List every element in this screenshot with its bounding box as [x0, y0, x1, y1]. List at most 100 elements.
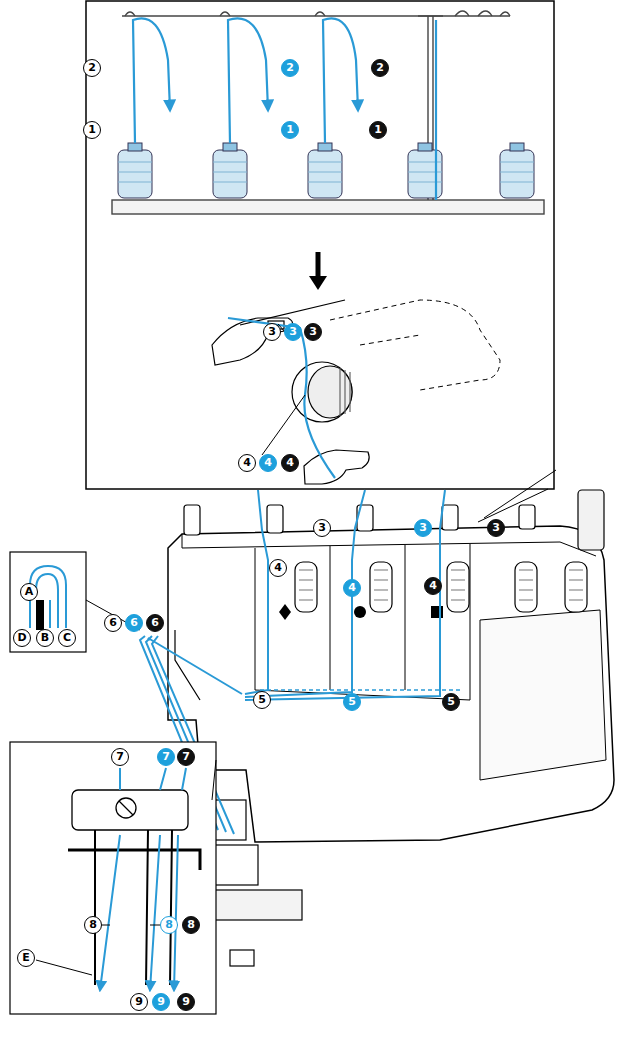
callout-number: 7: [157, 748, 175, 766]
thread-stand: [112, 11, 544, 214]
thread-path: [260, 689, 460, 690]
inset-frame: [10, 742, 216, 1014]
callout-number: 5: [343, 693, 361, 711]
callout-number: B: [36, 629, 54, 647]
needle-clamp: [72, 790, 188, 830]
thread-path: [174, 768, 186, 990]
thread-stand: [112, 200, 544, 214]
thread-path: [435, 20, 437, 200]
callout-number: 4: [259, 454, 277, 472]
hand: [212, 318, 369, 484]
callout-number: E: [17, 949, 35, 967]
inset-frame: [86, 1, 554, 489]
inset-frame: [86, 1, 554, 489]
callout-number: 9: [130, 993, 148, 1011]
callout-number: 3: [263, 323, 281, 341]
callout-number: A: [20, 583, 38, 601]
thread-path: [133, 18, 436, 200]
callout-number: D: [13, 629, 31, 647]
callout-number: 3: [313, 519, 331, 537]
spool-pin: [519, 505, 535, 529]
callout-number: 3: [284, 323, 302, 341]
tension-dial: [340, 368, 350, 416]
callout-number: 4: [238, 454, 256, 472]
spool-pin: [442, 505, 458, 530]
thread-guide: [49, 600, 51, 628]
leader-line: [262, 324, 556, 522]
thread-spool: [118, 143, 534, 198]
needle-clamp: [119, 801, 133, 815]
callout-number: C: [58, 629, 76, 647]
machine-outline: [330, 300, 500, 390]
tension-dial: [240, 300, 352, 422]
spool-pin: [578, 490, 604, 550]
thread-spool: [128, 143, 142, 151]
presser-foot: [175, 630, 200, 700]
thread-spool: [500, 150, 534, 198]
needle-clamp: [116, 798, 136, 818]
thread-path: [245, 490, 268, 694]
serger-body: [168, 526, 614, 842]
thread-path: [228, 318, 335, 478]
callout-number: 6: [125, 614, 143, 632]
callout-number: 2: [83, 59, 101, 77]
callout-number: 1: [281, 121, 299, 139]
callout-number: 1: [83, 121, 101, 139]
dial-symbol: [279, 604, 291, 620]
leader-line: [478, 470, 556, 522]
dial-symbol: [279, 604, 443, 620]
thread-path: [100, 768, 186, 990]
thread-stand: [125, 11, 510, 16]
callout-number: 6: [104, 614, 122, 632]
thread-guide: [36, 600, 44, 630]
dial-symbol: [354, 606, 366, 618]
callout-number: 8: [84, 916, 102, 934]
presser-foot: [230, 950, 254, 966]
thread-path: [245, 490, 445, 700]
dial-symbol: [431, 606, 443, 618]
callout-number: 5: [253, 691, 271, 709]
serger-body: [255, 544, 470, 700]
thread-spool: [308, 150, 342, 198]
thread-path: [260, 689, 460, 690]
thread-path: [228, 18, 268, 143]
thread-spool: [213, 150, 247, 198]
tension-dial: [292, 362, 352, 422]
callout-number: 5: [442, 693, 460, 711]
callout-number: 2: [371, 59, 389, 77]
callout-number: 1: [369, 121, 387, 139]
thread-path: [228, 318, 335, 478]
leader-line: [36, 960, 92, 975]
callout-number: 4: [343, 579, 361, 597]
thread-spool: [118, 150, 152, 198]
callout-number: 7: [177, 748, 195, 766]
callout-number: 4: [281, 454, 299, 472]
thread-stand: [418, 15, 443, 16]
callout-number: 8: [160, 916, 178, 934]
callout-number: 2: [281, 59, 299, 77]
thread-path: [323, 18, 358, 143]
callout-number: 3: [414, 519, 432, 537]
needle-clamp: [68, 850, 200, 870]
callout-number: 3: [304, 323, 322, 341]
thread-path: [100, 768, 120, 990]
leader-line: [262, 395, 305, 455]
inset-frame: [10, 742, 216, 1014]
callout-number: 3: [487, 519, 505, 537]
spool-pin: [184, 505, 200, 535]
serger-body: [182, 534, 596, 556]
needle-clamp: [95, 830, 172, 985]
spool-pin: [184, 490, 604, 550]
callout-number: 9: [177, 993, 195, 1011]
step-arrow: [316, 252, 321, 278]
callout-number: 6: [146, 614, 164, 632]
spool-pin: [267, 505, 283, 533]
thread-spool: [318, 143, 332, 151]
machine-outline: [330, 300, 500, 390]
callout-number: 8: [182, 916, 200, 934]
inset-frame: [212, 760, 216, 800]
presser-foot: [214, 845, 258, 885]
serger-body: [480, 610, 606, 780]
